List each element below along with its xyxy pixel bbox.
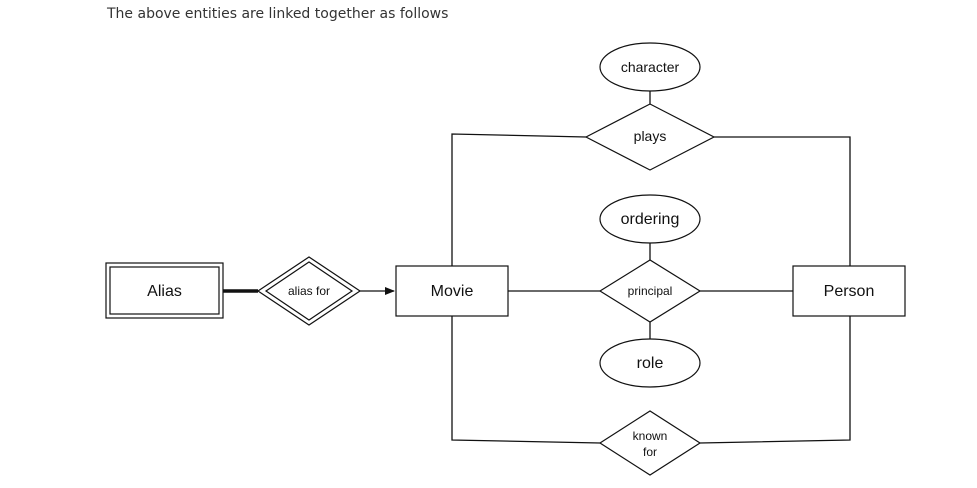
- entity-person-label: Person: [824, 283, 875, 300]
- relationship-plays: plays: [584, 103, 716, 171]
- entity-movie-label: Movie: [431, 283, 474, 300]
- attribute-ordering-label: ordering: [621, 211, 680, 228]
- attribute-role-label: role: [637, 355, 664, 372]
- attribute-character: character: [599, 42, 701, 92]
- attribute-role: role: [599, 338, 701, 388]
- relationship-alias-for-label: alias for: [288, 284, 330, 298]
- relationship-principal: principal: [598, 259, 702, 323]
- entity-movie: Movie: [395, 265, 509, 317]
- plays-person-connector: [714, 136, 851, 266]
- caption-text: The above entities are linked together a…: [107, 6, 449, 22]
- relationship-principal-label: principal: [628, 284, 673, 298]
- connectors: [360, 91, 851, 444]
- movie-knownfor-connector: [451, 316, 601, 444]
- relationship-plays-label: plays: [634, 128, 667, 144]
- relationship-known-for: known for: [598, 410, 702, 476]
- entity-alias-label: Alias: [147, 283, 182, 300]
- attribute-character-label: character: [621, 59, 680, 75]
- knownfor-person-connector: [699, 316, 851, 444]
- entity-person: Person: [792, 265, 906, 317]
- attribute-ordering: ordering: [599, 194, 701, 244]
- entity-alias: Alias: [105, 262, 224, 319]
- relationship-alias-for: alias for: [256, 256, 362, 326]
- relationship-known-for-label-line1: known: [633, 429, 668, 443]
- relationship-known-for-label-line2: for: [643, 445, 657, 459]
- movie-plays-connector: [451, 133, 587, 266]
